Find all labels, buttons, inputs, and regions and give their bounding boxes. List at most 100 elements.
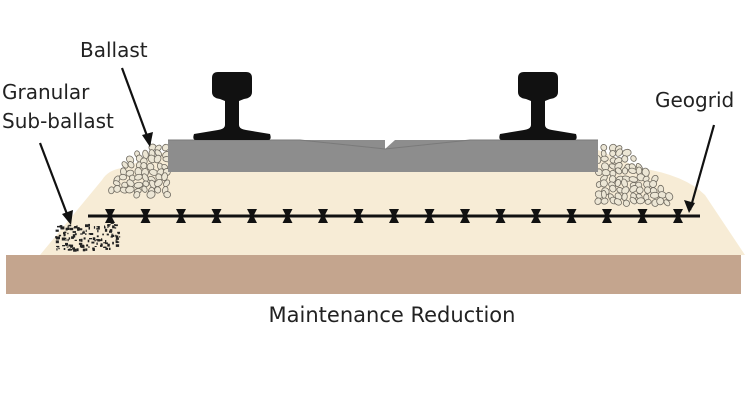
geogrid-node-icon <box>495 209 506 223</box>
geogrid-node-icon <box>566 209 577 223</box>
rail-left <box>193 72 271 140</box>
sub-ballast-particle <box>91 241 95 244</box>
sub-ballast-particle <box>111 233 114 235</box>
ballast-arrow <box>120 67 153 147</box>
ballast-pile-right <box>594 143 674 207</box>
sub-ballast-particle <box>88 233 91 235</box>
sub-ballast-particle <box>72 237 74 239</box>
sub-ballast-particle <box>96 228 100 230</box>
sub-ballast-particle <box>87 239 90 243</box>
sub-ballast-particle <box>76 248 79 252</box>
sub-ballast-particle <box>111 234 115 237</box>
geogrid-node-icon <box>282 209 293 223</box>
ballast-stone <box>609 184 617 193</box>
geogrid-node-icon <box>460 209 470 223</box>
sub-ballast-arrow <box>38 142 73 225</box>
granular-sub-ballast-particles <box>55 222 121 252</box>
ballast-stone <box>600 155 609 162</box>
sub-ballast-particle <box>86 244 89 247</box>
sub-ballast-particle <box>92 248 95 251</box>
sub-ballast-particle <box>105 242 108 245</box>
sub-ballast-particle <box>85 224 89 228</box>
ballast-stone <box>629 196 637 205</box>
sub-ballast-particle <box>74 239 77 241</box>
ballast-stone <box>161 172 168 182</box>
sub-ballast-particle <box>85 233 87 235</box>
sub-ballast-particle <box>63 232 66 235</box>
sub-ballast-particle <box>85 229 87 232</box>
ballast-stone <box>113 185 122 193</box>
geogrid-node-icon <box>318 209 328 223</box>
sub-ballast-particle <box>65 242 68 246</box>
sub-ballast-particle <box>96 226 99 228</box>
sub-ballast-particle <box>68 237 71 240</box>
ballast-stone <box>121 161 129 169</box>
sub-ballast-particle <box>104 228 108 232</box>
ballast-stone <box>163 191 171 199</box>
sub-ballast-particle <box>88 227 90 230</box>
sub-ballast-particle <box>74 226 77 229</box>
sub-ballast-particle <box>85 248 88 251</box>
sub-ballast-particle <box>112 225 115 229</box>
rail-profile-icon <box>499 72 577 140</box>
geogrid-node-icon <box>637 209 648 223</box>
sub-ballast-particle <box>107 225 109 228</box>
sub-ballast-particle <box>115 239 117 242</box>
sub-ballast-particle <box>115 235 119 238</box>
sub-ballast-particle <box>88 246 90 248</box>
ballast-stone <box>613 198 622 206</box>
sub-ballast-particle <box>110 236 113 238</box>
geogrid-node-icon <box>247 209 257 223</box>
sub-ballast-particle <box>78 228 83 231</box>
sub-ballast-particle <box>72 236 76 238</box>
sub-ballast-particle <box>61 237 66 241</box>
sub-ballast-particle <box>105 247 108 250</box>
sub-ballast-particle <box>96 239 100 241</box>
sub-ballast-particle <box>74 233 77 236</box>
ballast-stone <box>636 186 644 194</box>
sub-ballast-particle <box>79 244 82 248</box>
sub-ballast-particle <box>109 230 112 233</box>
sub-ballast-particle <box>58 234 62 237</box>
rail-right <box>499 72 577 140</box>
sub-ballast-particle <box>101 238 103 240</box>
sub-ballast-particle <box>97 226 100 229</box>
sub-ballast-particle <box>108 247 111 250</box>
sub-ballast-particle <box>55 236 57 239</box>
sub-ballast-particle <box>55 240 59 244</box>
sub-ballast-particle <box>100 243 103 247</box>
sub-ballast-particle <box>93 226 96 229</box>
sub-ballast-particle <box>115 237 119 240</box>
sub-ballast-particle <box>69 227 74 231</box>
sub-ballast-particle <box>61 226 65 230</box>
ballast-stone <box>663 199 671 207</box>
sub-ballast-particle <box>82 248 86 252</box>
ballast-stone <box>599 179 608 188</box>
sub-ballast-particle <box>83 237 86 240</box>
ballast-stone <box>125 185 135 194</box>
ballast-stone <box>622 199 630 207</box>
ballast-stone <box>118 173 128 181</box>
ballast-stone <box>146 190 156 199</box>
sub-ballast-particle <box>99 239 103 242</box>
ballast-stone <box>615 148 623 157</box>
sub-ballast-particle <box>115 240 118 244</box>
ballast-stone <box>629 185 638 193</box>
sub-ballast-particle <box>68 224 72 227</box>
ballast-stone <box>600 197 609 205</box>
sub-ballast-particle <box>89 238 93 240</box>
geogrid-label: Geogrid <box>655 88 734 112</box>
rail-profile-icon <box>193 72 271 140</box>
geogrid-node-icon <box>389 209 399 223</box>
sub-ballast-particle <box>94 240 96 242</box>
sub-ballast-particle <box>77 228 79 230</box>
sub-ballast-particle <box>80 233 83 235</box>
sub-ballast-particle <box>72 247 75 250</box>
sub-ballast-particle <box>80 245 85 248</box>
sub-ballast-particle <box>67 232 69 235</box>
sub-ballast-particle <box>67 248 71 251</box>
granular-label-line1: Granular <box>2 80 90 104</box>
diagram-caption: Maintenance Reduction <box>269 303 516 327</box>
geogrid-node-icon <box>531 209 541 223</box>
